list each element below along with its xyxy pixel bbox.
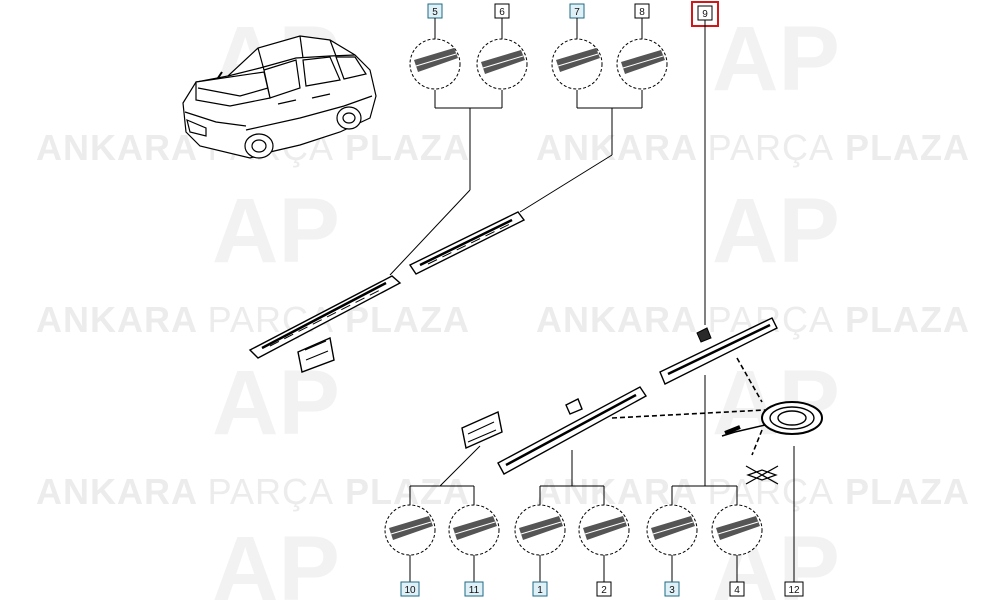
dashed-links xyxy=(611,357,766,456)
moulding-strip-lower xyxy=(497,386,648,475)
svg-text:5: 5 xyxy=(432,7,438,18)
clip-block-lower xyxy=(461,411,503,449)
detail-circle-8 xyxy=(616,38,668,90)
top-leaders xyxy=(389,18,706,325)
callout-7[interactable]: 7 xyxy=(569,3,585,19)
detail-circle-6 xyxy=(476,38,528,90)
watermark-logo: AP xyxy=(212,180,340,282)
clip-block-left xyxy=(297,337,335,373)
callout-4[interactable]: 4 xyxy=(729,581,745,597)
svg-text:9: 9 xyxy=(702,9,708,20)
moulding-strip-front-left xyxy=(408,211,526,275)
watermark-row: ANKARA PARÇA PLAZA ANKARA PARÇA PLAZA xyxy=(36,471,969,512)
detail-circle-3 xyxy=(646,504,698,556)
svg-text:AP: AP xyxy=(712,8,840,110)
callout-8[interactable]: 8 xyxy=(634,3,650,19)
callout-5[interactable]: 5 xyxy=(427,3,443,19)
watermark-logo: AP xyxy=(212,352,340,454)
detail-circle-10 xyxy=(384,504,436,556)
callout-1[interactable]: 1 xyxy=(532,581,548,597)
moulding-strip-upper-right xyxy=(659,317,778,385)
svg-text:3: 3 xyxy=(669,585,675,596)
svg-text:2: 2 xyxy=(601,585,607,596)
svg-text:12: 12 xyxy=(788,585,800,596)
callout-6[interactable]: 6 xyxy=(494,3,510,19)
detail-circle-11 xyxy=(448,504,500,556)
callout-3[interactable]: 3 xyxy=(664,581,680,597)
svg-text:AP: AP xyxy=(712,352,840,454)
svg-text:ANKARA PARÇA PLAZA: ANKARA PARÇA PLAZA xyxy=(536,127,970,168)
callout-2[interactable]: 2 xyxy=(596,581,612,597)
detail-circle-7 xyxy=(551,38,603,90)
callout-12[interactable]: 12 xyxy=(784,581,804,597)
clip-small-upper xyxy=(696,327,712,343)
callout-10[interactable]: 10 xyxy=(400,581,420,597)
watermark-logo: AP xyxy=(712,352,840,454)
adhesive-tape-roll xyxy=(721,401,823,437)
svg-text:10: 10 xyxy=(404,585,416,596)
car-illustration xyxy=(182,35,377,159)
svg-text:AP: AP xyxy=(212,352,340,454)
detail-circle-5 xyxy=(409,38,461,90)
watermark-row: ANKARA PARÇA PLAZA ANKARA PARÇA PLAZA xyxy=(36,127,970,168)
bottom-leaders xyxy=(409,375,795,582)
svg-text:ANKARA PARÇA PLAZA: ANKARA PARÇA PLAZA xyxy=(36,299,470,340)
watermark-layer: AP AP AP AP AP AP AP AP ANKARA PARÇA PLA… xyxy=(36,8,970,600)
svg-text:7: 7 xyxy=(574,7,580,18)
svg-text:AP: AP xyxy=(212,180,340,282)
svg-text:4: 4 xyxy=(734,585,740,596)
watermark-logo: AP xyxy=(712,8,840,110)
svg-text:ANKARA PARÇA PLAZA: ANKARA PARÇA PLAZA xyxy=(536,299,970,340)
svg-text:AP: AP xyxy=(212,518,340,600)
detail-circle-1 xyxy=(514,504,566,556)
callout-11[interactable]: 11 xyxy=(464,581,484,597)
detail-circle-2 xyxy=(578,504,630,556)
svg-text:8: 8 xyxy=(639,7,645,18)
watermark-row: ANKARA PARÇA PLAZA ANKARA PARÇA PLAZA xyxy=(36,299,970,340)
clip-small-lower xyxy=(565,398,583,415)
svg-text:AP: AP xyxy=(712,180,840,282)
watermark-logo: AP xyxy=(712,180,840,282)
watermark-logo: AP xyxy=(212,518,340,600)
svg-text:1: 1 xyxy=(537,585,543,596)
svg-text:11: 11 xyxy=(469,585,480,596)
detail-circle-4 xyxy=(711,504,763,556)
svg-text:6: 6 xyxy=(499,7,505,18)
moulding-strip-rear-left xyxy=(248,275,402,359)
tape-cutter-symbol xyxy=(745,465,779,485)
